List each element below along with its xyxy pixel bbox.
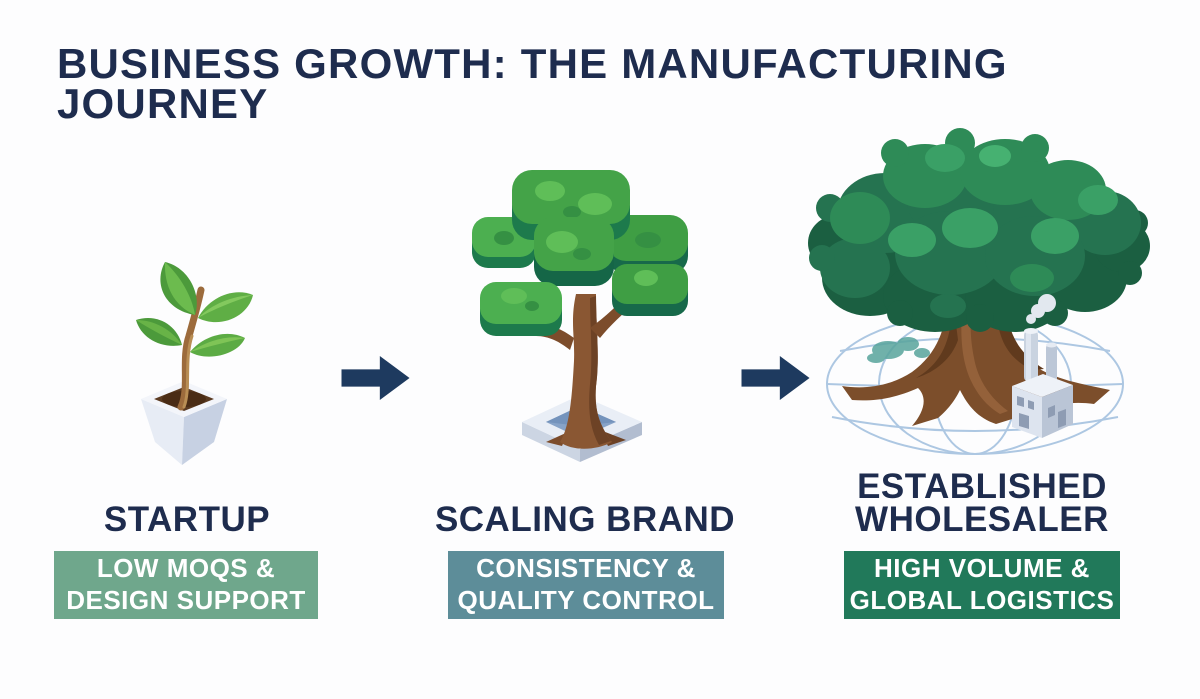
badge-line: HIGH VOLUME &	[874, 553, 1090, 584]
foliage	[472, 170, 688, 336]
badge-line: QUALITY CONTROL	[457, 585, 715, 615]
badge-established-wholesaler: HIGH VOLUME & GLOBAL LOGISTICS	[844, 551, 1120, 619]
chimneys	[1024, 328, 1057, 388]
right-arrow-icon	[741, 355, 810, 401]
factory	[1012, 294, 1073, 438]
badge-line: DESIGN SUPPORT	[66, 585, 306, 615]
canopy	[808, 128, 1150, 332]
isometric-tree-illustration	[472, 170, 688, 462]
badge-scaling-brand: CONSISTENCY & QUALITY CONTROL	[448, 551, 724, 619]
stage-title-scaling-brand: SCALING BRAND	[434, 500, 736, 539]
badge-startup: LOW MOQS & DESIGN SUPPORT	[54, 551, 318, 619]
right-arrow-icon	[341, 355, 410, 401]
potted-seedling-illustration	[136, 262, 253, 465]
badge-line: CONSISTENCY &	[476, 553, 696, 584]
badge-line: LOW MOQS &	[96, 553, 276, 584]
stem	[177, 286, 205, 411]
stage-title-startup: STARTUP	[103, 500, 271, 539]
stage-title-established-wholesaler: ESTABLISHED WHOLESALER	[855, 467, 1109, 540]
badge-line: GLOBAL LOGISTICS	[849, 585, 1115, 615]
factory-windows	[1017, 396, 1066, 429]
large-tree-globe-factory-illustration	[808, 128, 1150, 455]
smoke	[1026, 294, 1056, 324]
page-title: BUSINESS GROWTH: THE MANUFACTURING JOURN…	[57, 40, 1008, 127]
leaves	[136, 262, 253, 357]
